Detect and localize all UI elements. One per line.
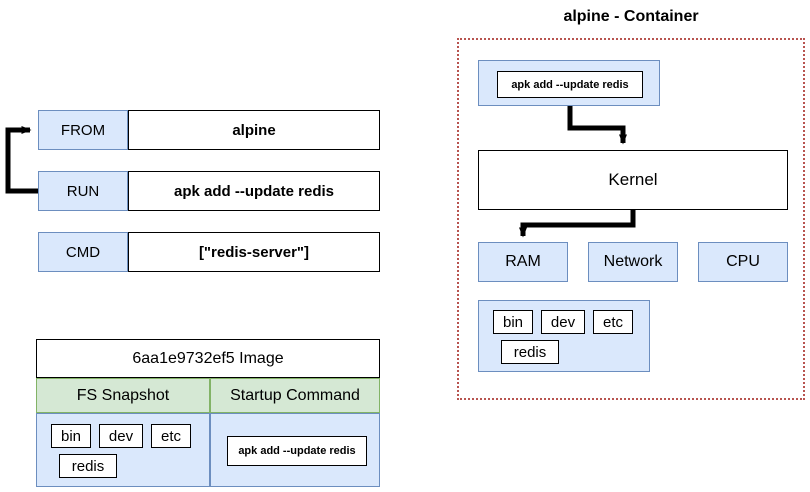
container-fs-chip-etc: etc <box>593 310 633 334</box>
container-fs-chip-redis: redis <box>501 340 559 364</box>
container-fs-chip-bin: bin <box>493 310 533 334</box>
resource-box-network: Network <box>588 242 678 282</box>
dockerfile-instruction-from: FROM <box>38 110 128 150</box>
image-fs-snapshot-cell: bin dev etc redis <box>36 413 210 487</box>
image-column-header-startup-command: Startup Command <box>210 378 380 413</box>
dockerfile-argument-cmd: ["redis-server"] <box>128 232 380 272</box>
image-fs-chip-dev: dev <box>99 424 143 448</box>
image-fs-chip-bin: bin <box>51 424 91 448</box>
kernel-box: Kernel <box>478 150 788 210</box>
arrow-run-to-from <box>5 126 38 194</box>
dockerfile-instruction-run: RUN <box>38 171 128 211</box>
container-fs-box: bin dev etc redis <box>478 300 650 372</box>
container-process-command-chip: apk add --update redis <box>497 71 643 98</box>
image-title: 6aa1e9732ef5 Image <box>36 339 380 378</box>
container-boundary <box>457 38 805 400</box>
resource-box-cpu: CPU <box>698 242 788 282</box>
dockerfile-argument-run: apk add --update redis <box>128 171 380 211</box>
image-startup-command-chip: apk add --update redis <box>227 436 367 466</box>
resource-box-ram: RAM <box>478 242 568 282</box>
dockerfile-instruction-cmd: CMD <box>38 232 128 272</box>
image-startup-command-cell: apk add --update redis <box>210 413 380 487</box>
container-process-box: apk add --update redis <box>478 60 660 106</box>
image-table: 6aa1e9732ef5 Image FS Snapshot Startup C… <box>36 339 380 487</box>
dockerfile-argument-from: alpine <box>128 110 380 150</box>
image-fs-chip-redis: redis <box>59 454 117 478</box>
image-column-header-fs-snapshot: FS Snapshot <box>36 378 210 413</box>
container-title: alpine - Container <box>563 8 699 25</box>
container-fs-chip-dev: dev <box>541 310 585 334</box>
image-fs-chip-etc: etc <box>151 424 191 448</box>
